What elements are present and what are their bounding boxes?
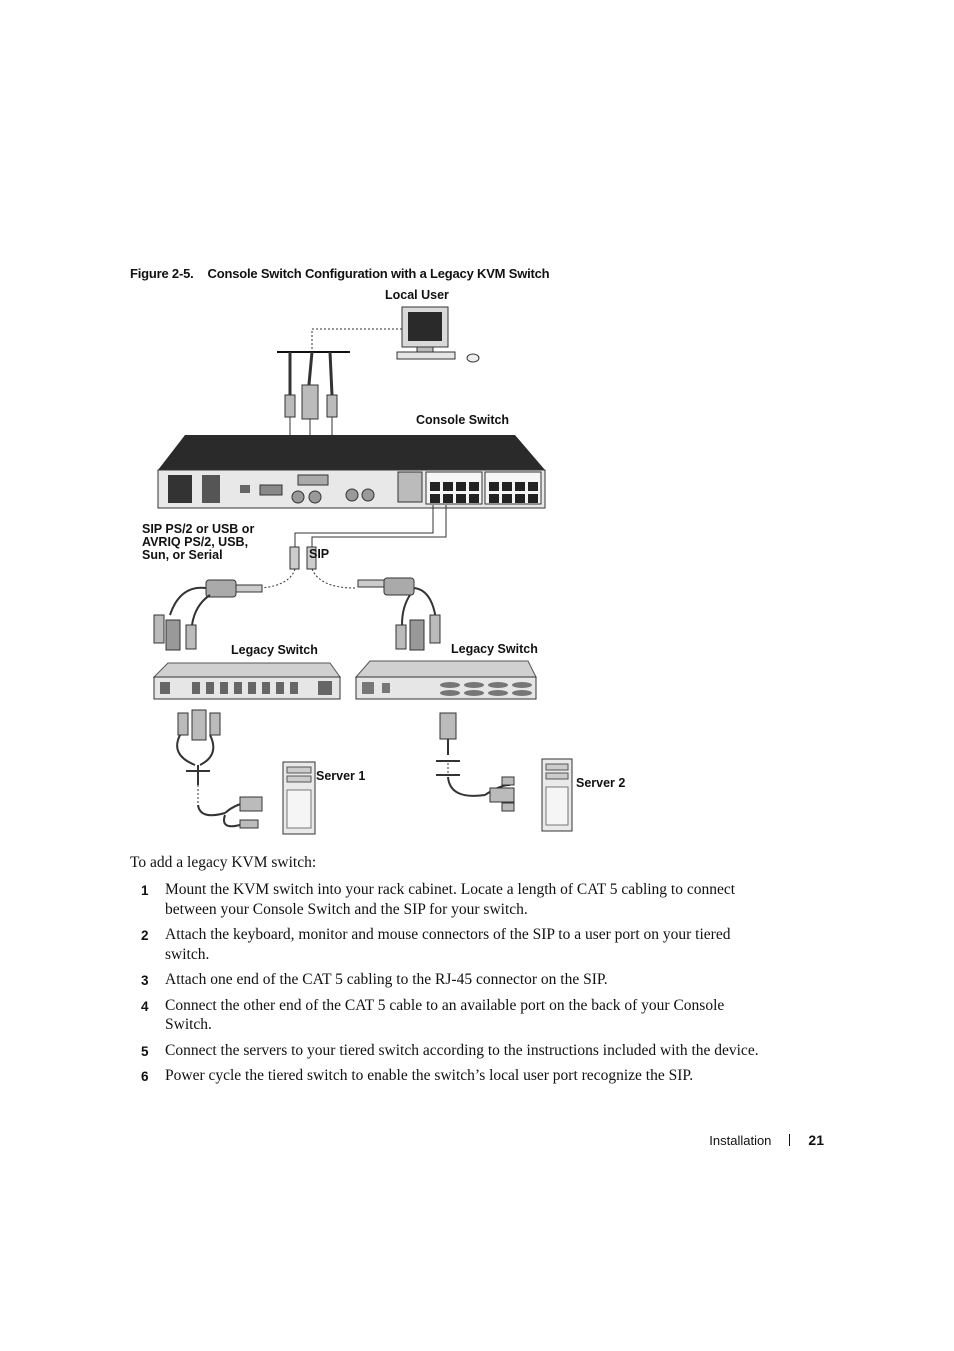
sip-label: SIP [309, 548, 329, 561]
steps-list: 1 Mount the KVM switch into your rack cab… [130, 880, 770, 1092]
server1-tower [283, 762, 315, 834]
step-item: 2 Attach the keyboard, monitor and mouse … [130, 925, 770, 964]
step-number: 6 [141, 1067, 149, 1087]
step-number: 3 [141, 971, 149, 991]
page-footer: Installation 21 [709, 1132, 824, 1148]
intro-text: To add a legacy KVM switch: [130, 854, 316, 872]
step-item: 4 Connect the other end of the CAT 5 cabl… [130, 996, 770, 1035]
step-text: Connect the servers to your tiered switc… [165, 1042, 759, 1059]
step-item: 3 Attach one end of the CAT 5 cabling to … [130, 970, 770, 990]
page-number: 21 [808, 1132, 824, 1148]
kvm-diagram: Local User Console Switch SIP PS/2 or US… [140, 285, 610, 850]
server2-tower [542, 759, 572, 831]
footer-section: Installation [709, 1133, 771, 1148]
legacy-switch-right [356, 661, 536, 699]
step-number: 4 [141, 997, 149, 1017]
monitor-icon [397, 307, 479, 362]
console-switch-label: Console Switch [416, 414, 509, 427]
figure-title: Console Switch Configuration with a Lega… [208, 266, 550, 281]
footer-divider [789, 1134, 790, 1146]
step-text: Attach one end of the CAT 5 cabling to t… [165, 971, 608, 988]
figure-number: Figure 2-5. [130, 266, 194, 281]
step-number: 1 [141, 881, 149, 901]
sip-dongle-right [358, 578, 440, 650]
step-item: 6 Power cycle the tiered switch to enable… [130, 1066, 770, 1086]
step-number: 2 [141, 926, 149, 946]
legacy-switch-left-label: Legacy Switch [231, 644, 318, 657]
step-number: 5 [141, 1042, 149, 1062]
step-item: 1 Mount the KVM switch into your rack cab… [130, 880, 770, 919]
console-switch [158, 435, 545, 508]
step-text: Connect the other end of the CAT 5 cable… [165, 997, 724, 1034]
step-text: Power cycle the tiered switch to enable … [165, 1067, 693, 1084]
sip-dongle-left [154, 580, 262, 650]
server1-label: Server 1 [316, 770, 365, 783]
legacy-switch-left [154, 663, 340, 699]
step-text: Attach the keyboard, monitor and mouse c… [165, 926, 730, 963]
server2-label: Server 2 [576, 777, 625, 790]
figure-caption: Figure 2-5. Console Switch Configuration … [130, 266, 549, 281]
step-item: 5 Connect the servers to your tiered swit… [130, 1041, 770, 1061]
legacy-switch-right-label: Legacy Switch [451, 643, 538, 656]
kvm-diagram-drawing [140, 285, 610, 850]
sip-options-label: SIP PS/2 or USB or AVRIQ PS/2, USB, Sun,… [142, 523, 267, 562]
step-text: Mount the KVM switch into your rack cabi… [165, 881, 735, 918]
local-user-label: Local User [385, 289, 449, 302]
